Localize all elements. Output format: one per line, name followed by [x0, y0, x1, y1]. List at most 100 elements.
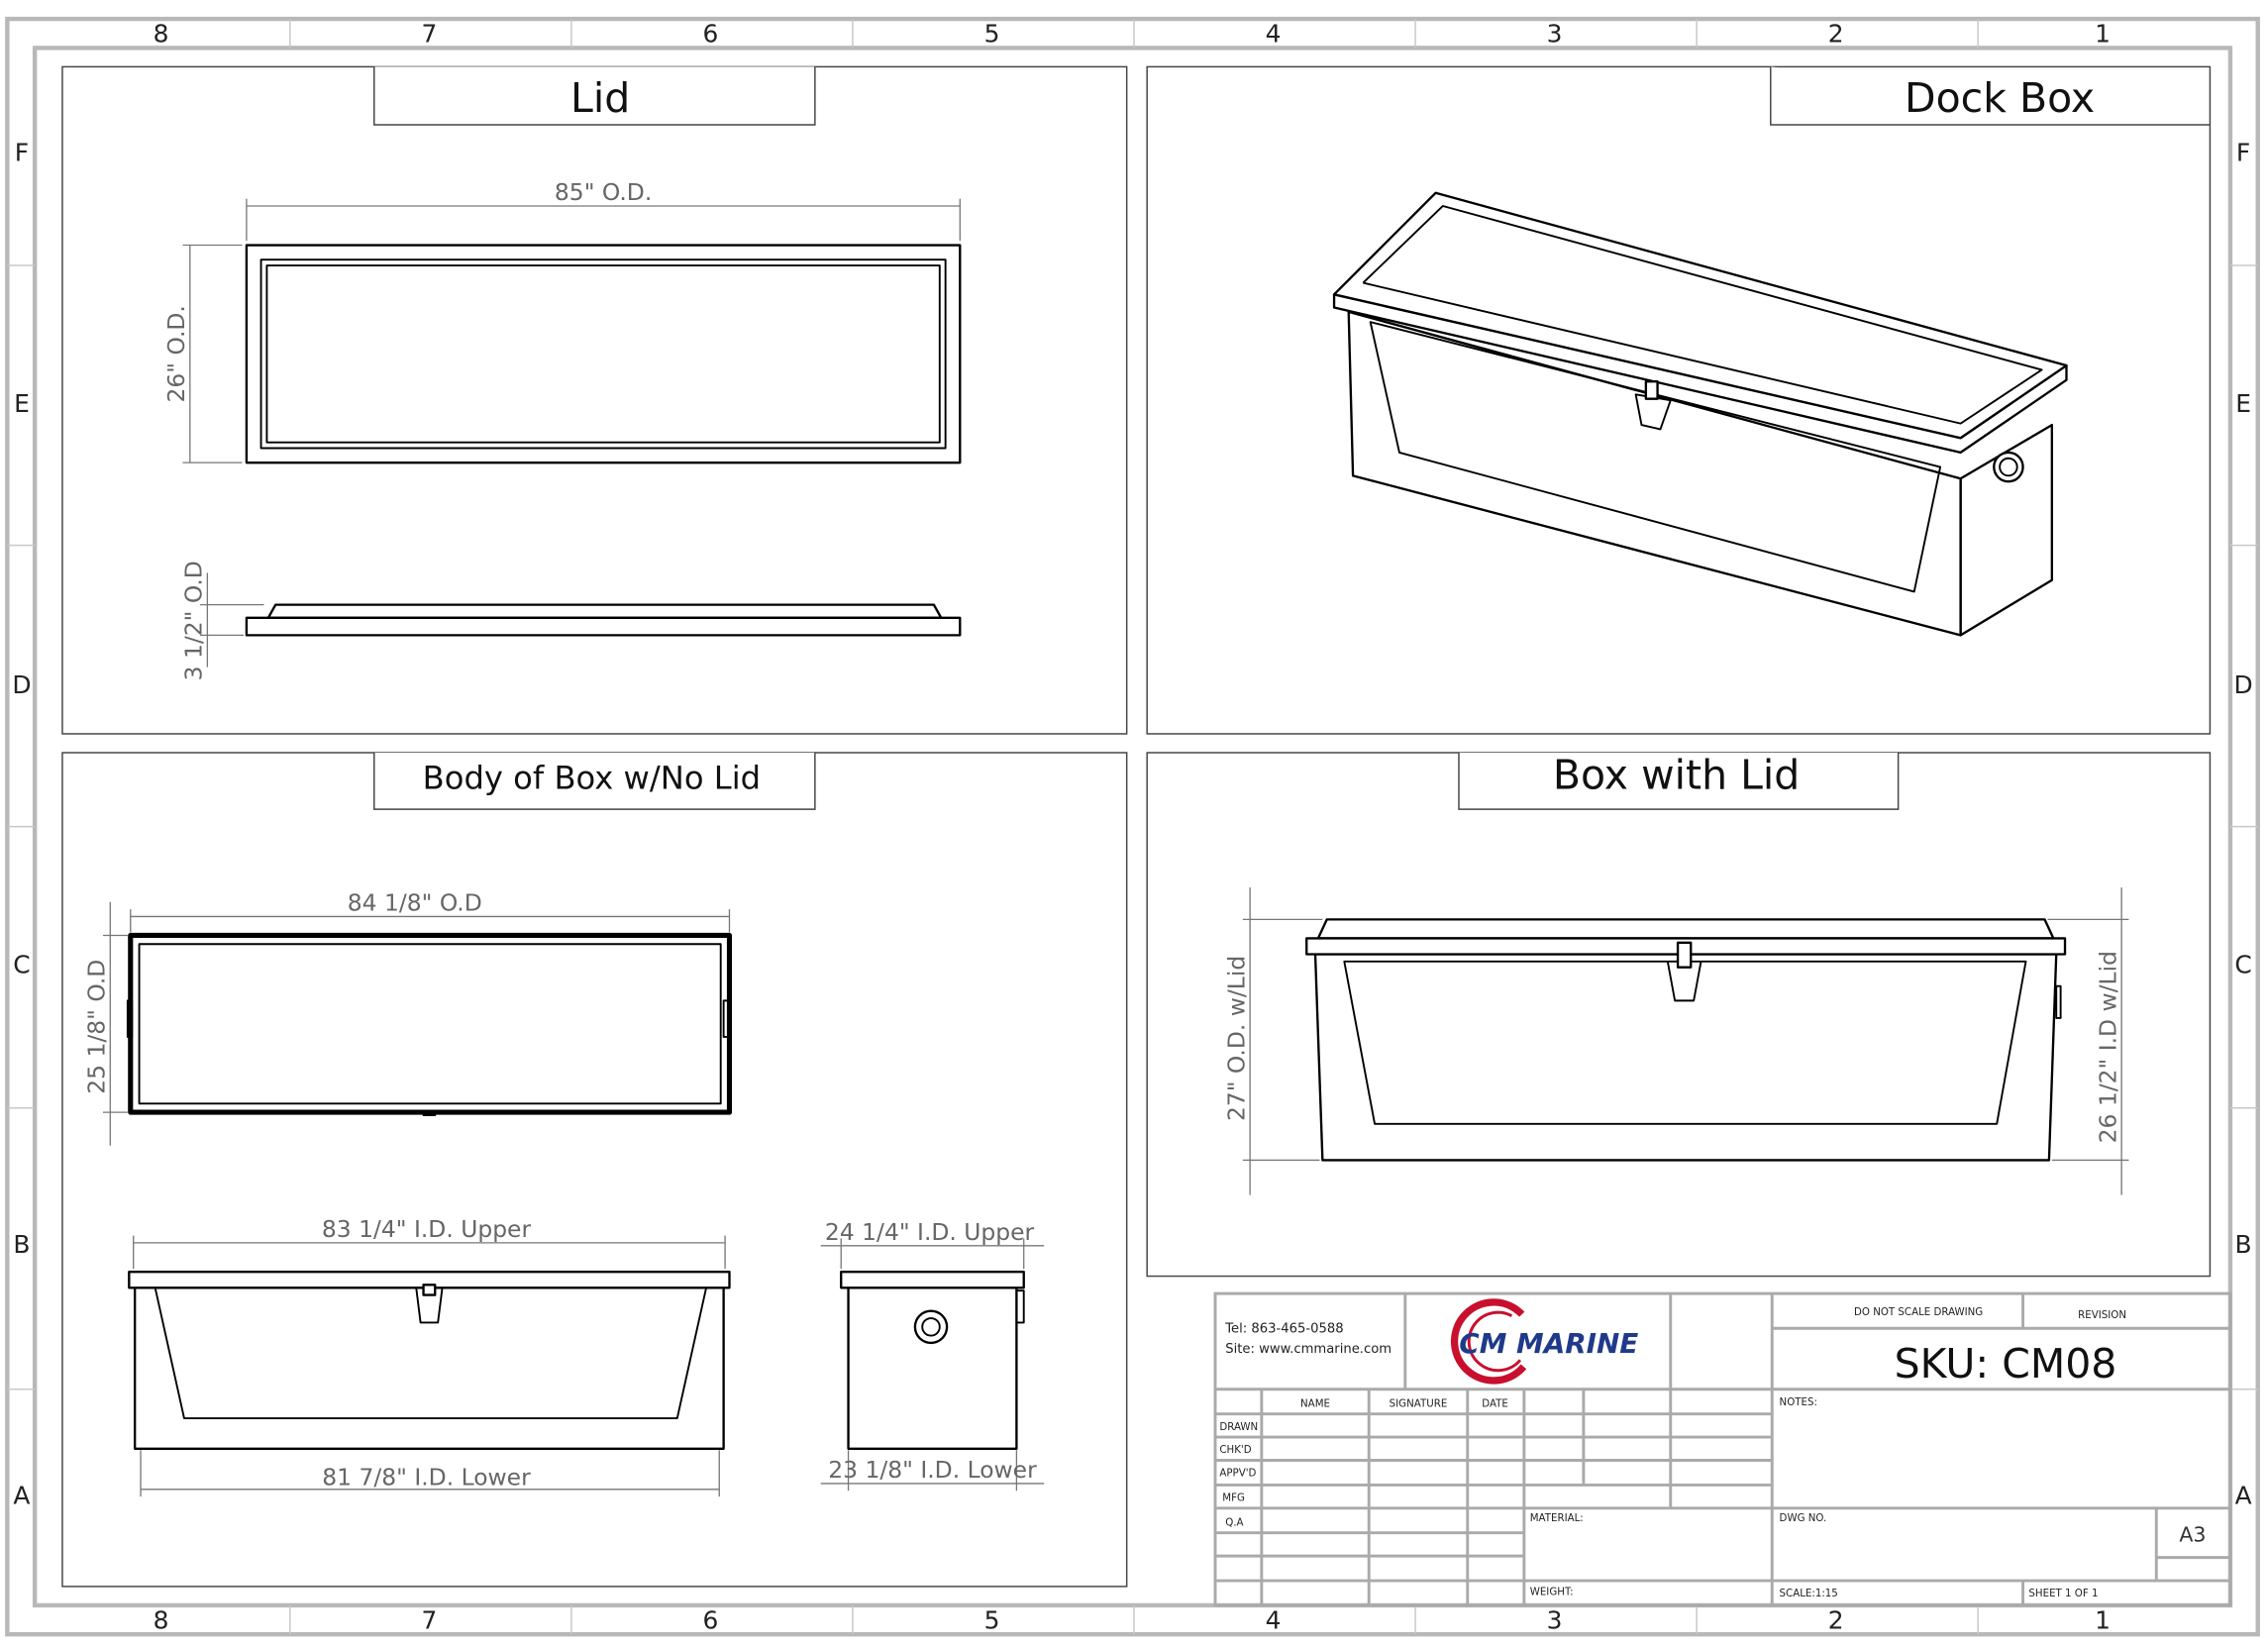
label: 26" O.D. [162, 305, 190, 402]
label: A [2235, 1481, 2252, 1509]
sku-text: SKU: CM08 [1895, 1340, 2117, 1388]
drawing-line [1343, 960, 2027, 1125]
drawing-line [1634, 393, 1672, 431]
lid-length-dimension: 85" O.D. [246, 178, 961, 242]
role-checked: CHK'D [1219, 1444, 1251, 1456]
drawing-line [126, 999, 134, 1038]
sheet-size: A3 [2179, 1523, 2206, 1547]
logo-text: CM MARINE [1459, 1327, 1638, 1360]
drawing-line [1676, 941, 1693, 969]
label: E [14, 389, 30, 418]
drawing-line [415, 1287, 444, 1324]
label: C [13, 951, 30, 979]
drawing-line [133, 1286, 725, 1450]
box-with-lid-view: Box with Lid 27" O.D. w/Lid 26 1/2" I.D … [1146, 752, 2212, 1278]
drawing-line [1316, 918, 2055, 940]
label: 7 [421, 1605, 437, 1634]
lid-width-dimension: 26" O.D. [162, 244, 243, 463]
zone-col: 8 [154, 20, 169, 49]
label: B [2235, 1230, 2252, 1259]
dwg-no-label: DWG NO. [1780, 1512, 1827, 1524]
lid-height-dimension: 3 1/2" O.D [180, 561, 264, 680]
lid-top-view [245, 244, 962, 464]
name-header: NAME [1300, 1397, 1330, 1409]
zone-labels-left: F E D C B A [12, 139, 31, 1510]
revision-label: REVISION [2078, 1309, 2126, 1321]
zone-col: 6 [703, 20, 719, 49]
lid-view: Lid 85" O.D. 26" O.D. 3 1/2" O.D [61, 65, 1128, 735]
drawing-line [1999, 457, 2018, 477]
label: A [13, 1481, 30, 1509]
drawing-line [1644, 379, 1659, 400]
body-upper-dimension: 83 1/4" I.D. Upper [133, 1215, 726, 1270]
signature-header: SIGNATURE [1390, 1397, 1448, 1409]
dock-box-title: Dock Box [1905, 74, 2095, 122]
label: C [2234, 951, 2251, 979]
id-with-lid-dimension: 26 1/2" I.D w/Lid [2047, 887, 2129, 1195]
side-upper-dimension: 24 1/4" I.D. Upper [820, 1218, 1045, 1270]
label: B [13, 1230, 30, 1259]
label: 3 1/2" O.D [180, 561, 208, 680]
zone-col: 2 [1828, 20, 1844, 49]
drawing-line [1450, 1298, 1537, 1385]
drawing-line [921, 1317, 941, 1337]
label: 6 [703, 1605, 719, 1634]
dock-box-isometric [1332, 191, 2068, 637]
drawing-line [266, 603, 943, 619]
drawing-line [1458, 752, 1900, 810]
box-with-lid-title: Box with Lid [1553, 752, 1800, 799]
label: 24 1/4" I.D. Upper [825, 1218, 1035, 1246]
scale-label: SCALE:1:15 [1780, 1588, 1838, 1599]
weight-label: WEIGHT: [1530, 1587, 1574, 1598]
label: 8 [154, 1605, 169, 1634]
label: 27" O.D. w/Lid [1222, 956, 1250, 1121]
label: 1 [2095, 1605, 2111, 1634]
title-block: Tel: 863-465-0588 Site: www.cmmarine.com… [1213, 1291, 2232, 1607]
label: 3 [1547, 1605, 1563, 1634]
zone-col: 4 [1266, 20, 1282, 49]
zone-col: 3 [1547, 20, 1563, 49]
label: E [2235, 389, 2251, 418]
label: 5 [984, 1605, 1000, 1634]
body-top-view [126, 932, 733, 1116]
label: 83 1/4" I.D. Upper [322, 1215, 532, 1243]
drawing-line [422, 1109, 437, 1116]
drawing-line [722, 999, 729, 1038]
zone-col: 1 [2095, 20, 2111, 49]
drawing-line [373, 752, 816, 810]
drawing-line [259, 258, 947, 450]
zone-col: 7 [421, 20, 437, 49]
date-header: DATE [1482, 1397, 1508, 1409]
drawing-line [1362, 205, 2043, 425]
label: 23 1/8" I.D. Lower [828, 1456, 1037, 1484]
drawing-line [840, 1270, 1025, 1289]
label: D [2234, 670, 2253, 699]
site-text: Site: www.cmmarine.com [1225, 1342, 1392, 1357]
drawing-line [422, 1284, 437, 1296]
zone-labels-top: 8 7 6 5 4 3 2 1 [154, 20, 2111, 49]
sheet-number: SHEET 1 OF 1 [2028, 1588, 2098, 1599]
drawing-line [138, 943, 722, 1105]
label: 25 1/8" O.D [82, 960, 110, 1094]
lid-side-view [245, 603, 962, 637]
do-not-scale-label: DO NOT SCALE DRAWING [1854, 1306, 1983, 1318]
cm-marine-logo: CM MARINE [1450, 1298, 1638, 1385]
label: 2 [1828, 1605, 1844, 1634]
od-with-lid-dimension: 27" O.D. w/Lid [1222, 887, 1323, 1195]
label: 26 1/2" I.D w/Lid [2094, 951, 2121, 1143]
body-side-view [840, 1270, 1025, 1450]
drawing-line [1213, 1291, 2232, 1607]
body-front-view [128, 1270, 731, 1450]
drawing-line [2055, 984, 2062, 1019]
label: 84 1/8" O.D [348, 889, 482, 917]
zone-col: 5 [984, 20, 1000, 49]
drawing-line [913, 1309, 949, 1345]
side-lower-dimension: 23 1/8" I.D. Lower [820, 1450, 1045, 1492]
drawing-line [1313, 953, 2058, 1162]
role-drawn: DRAWN [1219, 1421, 1258, 1433]
zone-dividers [7, 19, 2258, 1635]
drawing-line [128, 932, 733, 1115]
role-approved: APPV'D [1219, 1468, 1256, 1480]
drawing-line [1146, 65, 2212, 735]
